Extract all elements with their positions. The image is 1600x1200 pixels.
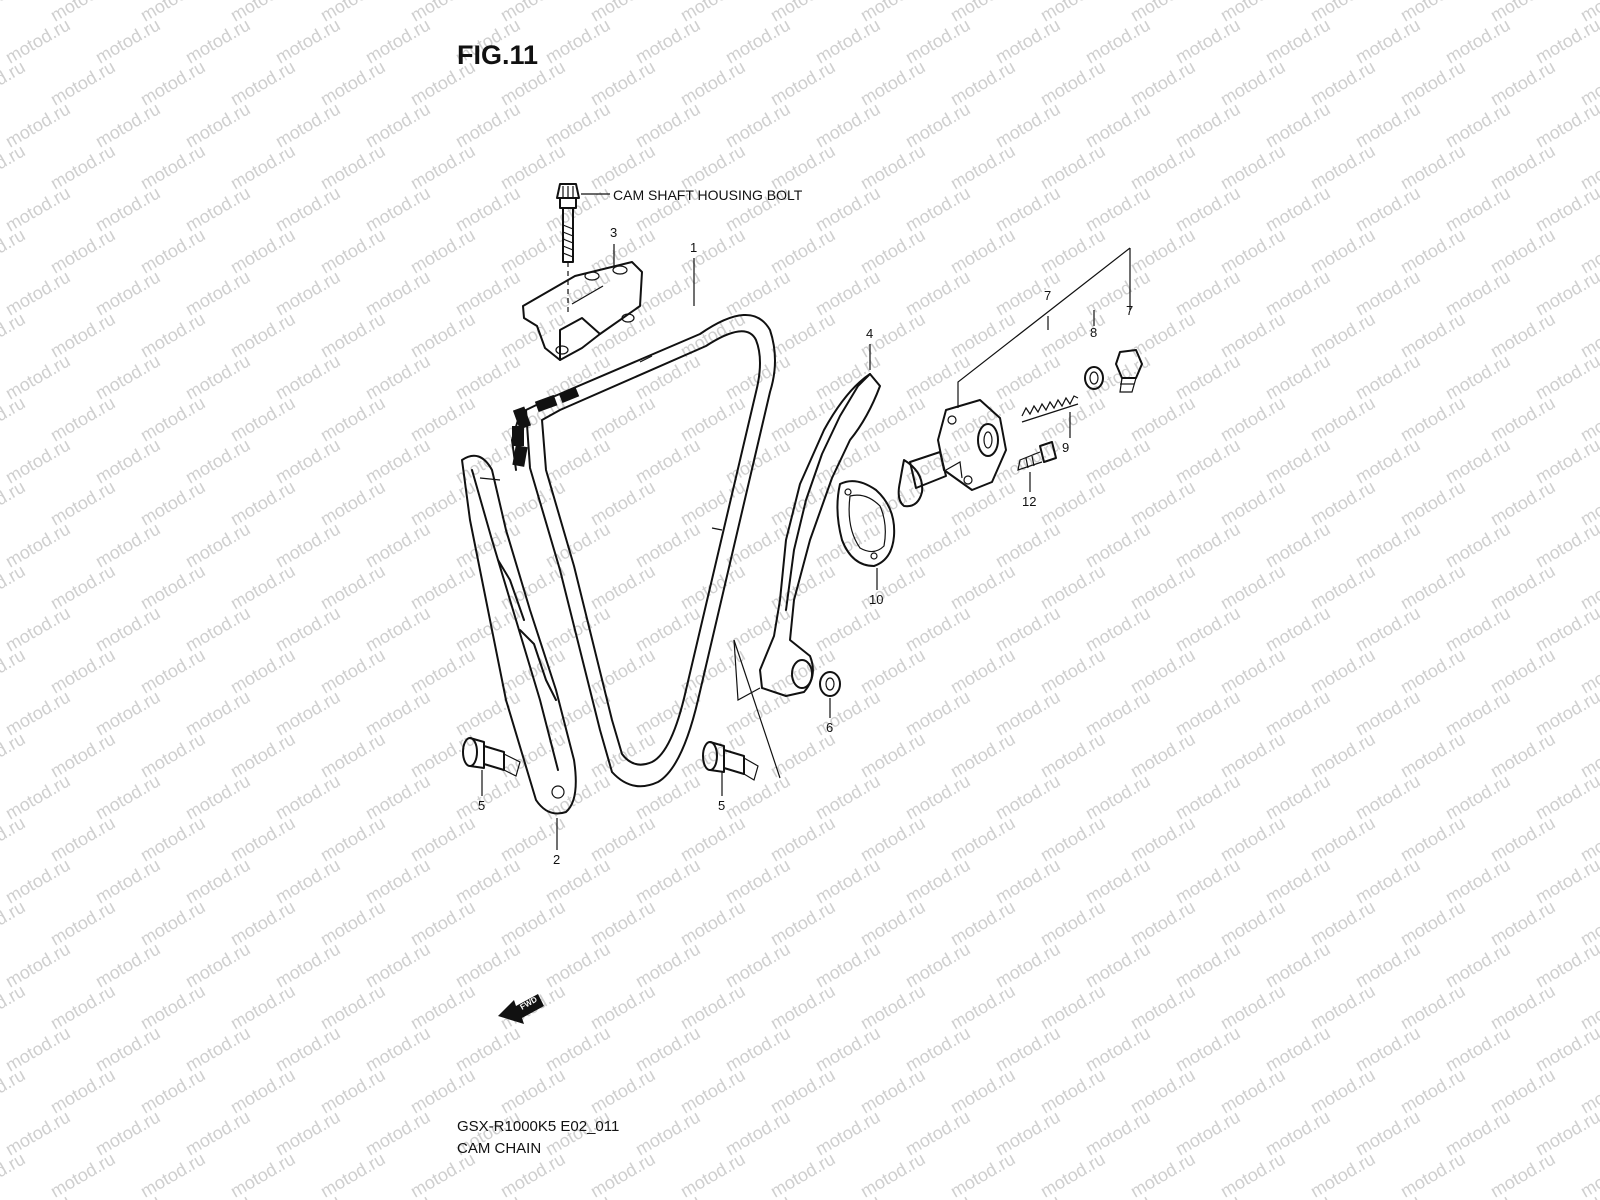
spring-part-10 (1021, 395, 1079, 423)
ref-12: 12 (1022, 494, 1036, 509)
bracket-part-3 (522, 261, 643, 361)
ref-5-right: 5 (718, 798, 725, 813)
washer-part-6 (819, 671, 841, 697)
tensioner-arm-part-4 (733, 373, 881, 779)
front-chain-guide-part-2 (461, 454, 577, 815)
tensioner-bolt-part-12 (1017, 441, 1057, 471)
cam-shaft-housing-bolt (556, 183, 580, 312)
ref-4: 4 (866, 326, 873, 341)
guide-bolt-left-part-5 (462, 737, 521, 777)
section-name: CAM CHAIN (457, 1140, 542, 1157)
gasket-washer-part-9 (1084, 366, 1104, 390)
ref-7: 7 (1044, 288, 1051, 303)
cap-bolt-part-8 (1115, 349, 1143, 393)
ref-3: 3 (610, 225, 617, 240)
tensioner-assembly-part-7 (897, 399, 1007, 508)
ref-1: 1 (690, 240, 697, 255)
fwd-arrow-icon: FWD (498, 994, 544, 1024)
ref-5-left: 5 (478, 798, 485, 813)
model-code: GSX-R1000K5 E02_011 (457, 1118, 620, 1135)
ref-9: 8 (1090, 325, 1097, 340)
ref-6: 6 (826, 720, 833, 735)
figure-title: FIG.11 (457, 40, 539, 70)
ref-2: 2 (553, 852, 560, 867)
watermark-text: motod.ru (1577, 0, 1600, 25)
tensioner-gasket-part-11 (836, 480, 896, 567)
ref-11: 10 (869, 592, 883, 607)
ref-10: 9 (1062, 440, 1069, 455)
ref-8: 7 (1126, 303, 1133, 318)
guide-bolt-right-part-5 (702, 741, 759, 781)
cam-shaft-housing-bolt-label: CAM SHAFT HOUSING BOLT (613, 187, 803, 203)
cam-chain-part-1 (511, 314, 776, 788)
